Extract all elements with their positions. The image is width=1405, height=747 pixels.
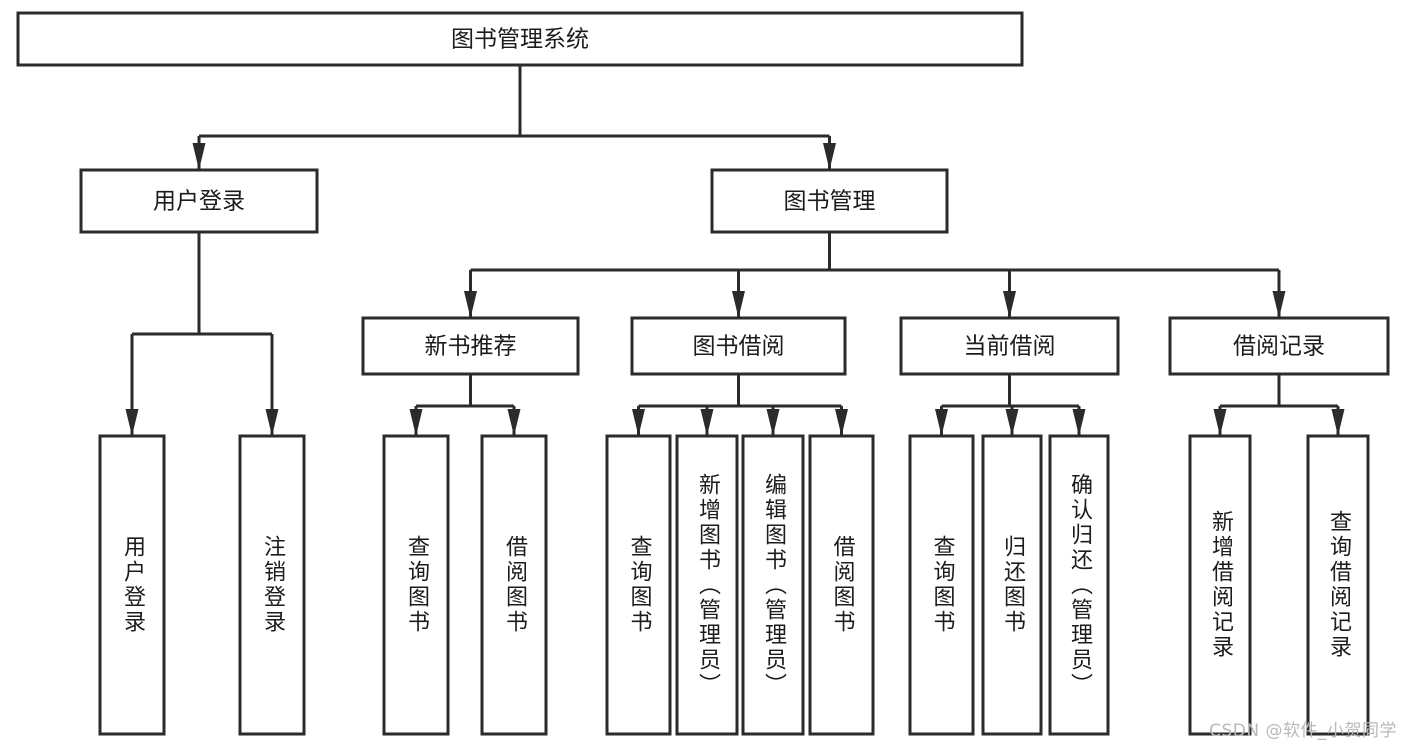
arrow-icon-leaf-4 <box>507 409 521 436</box>
node-box-leaf-7[interactable] <box>741 434 805 736</box>
arrow-icon-current <box>1003 291 1016 318</box>
arrow-icon-bookmgmt <box>823 143 836 170</box>
node-box-leaf-1[interactable] <box>98 434 166 736</box>
node-label-bookmgmt: 图书管理 <box>784 189 876 215</box>
node-box-leaf-9[interactable] <box>908 434 975 736</box>
node-label-current: 当前借阅 <box>964 334 1056 360</box>
arrow-icon-leaf-10 <box>1005 409 1019 436</box>
arrow-icon-records <box>1272 291 1286 318</box>
arrow-icon-leaf-13 <box>1331 409 1345 436</box>
node-box-leaf-11[interactable] <box>1048 434 1110 736</box>
node-box-records[interactable] <box>1168 316 1390 376</box>
node-box-leaf-3[interactable] <box>382 434 450 736</box>
node-label-borrow: 图书借阅 <box>693 334 785 360</box>
node-box-newbook[interactable] <box>361 316 580 376</box>
node-box-login[interactable] <box>79 168 319 234</box>
node-box-leaf-6[interactable] <box>675 434 739 736</box>
node-label-root: 图书管理系统 <box>451 27 589 53</box>
node-box-leaf-13[interactable] <box>1306 434 1370 736</box>
arrow-icon-leaf-5 <box>632 409 645 436</box>
arrow-icon-leaf-3 <box>409 409 423 436</box>
node-box-leaf-10[interactable] <box>981 434 1043 736</box>
arrow-icon-leaf-7 <box>766 409 780 436</box>
node-label-newbook: 新书推荐 <box>425 334 517 360</box>
node-box-root[interactable] <box>16 11 1024 67</box>
node-box-leaf-5[interactable] <box>605 434 672 736</box>
arrow-icon-leaf-2 <box>265 409 279 436</box>
node-box-leaf-2[interactable] <box>238 434 306 736</box>
node-box-borrow[interactable] <box>630 316 847 376</box>
arrow-icon-leaf-12 <box>1213 409 1227 436</box>
arrow-icon-leaf-11 <box>1072 409 1086 436</box>
node-box-current[interactable] <box>899 316 1120 376</box>
node-box-leaf-8[interactable] <box>808 434 875 736</box>
node-label-records: 借阅记录 <box>1233 334 1325 360</box>
node-box-bookmgmt[interactable] <box>710 168 949 234</box>
arrow-icon-newbook <box>464 291 477 318</box>
arrow-icon-leaf-1 <box>125 409 139 436</box>
node-box-leaf-4[interactable] <box>480 434 548 736</box>
arrow-icon-leaf-6 <box>700 409 714 436</box>
arrow-icon-login <box>192 143 206 170</box>
node-box-leaf-12[interactable] <box>1188 434 1252 736</box>
arrow-icon-borrow <box>732 291 745 318</box>
arrow-icon-leaf-8 <box>835 409 848 436</box>
node-label-login: 用户登录 <box>153 189 245 215</box>
arrow-icon-leaf-9 <box>935 409 948 436</box>
